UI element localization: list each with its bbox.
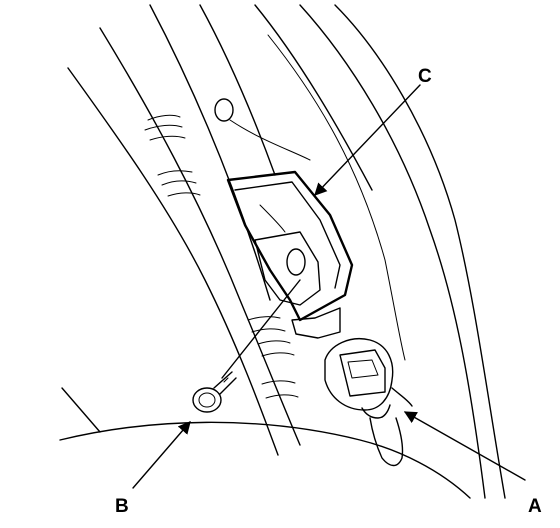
lower-body-curve <box>59 421 471 499</box>
pillar-panel <box>67 4 506 499</box>
leader-c <box>314 84 421 196</box>
panel-hole <box>214 98 234 122</box>
callout-a-label: A <box>528 496 542 517</box>
bolt <box>192 371 237 413</box>
bolt-hole <box>286 248 306 276</box>
panel-ribs <box>144 114 299 399</box>
lower-left-line <box>61 387 101 433</box>
callout-b-label: B <box>115 496 129 517</box>
leader-bolt-path <box>221 279 301 379</box>
leader-b <box>132 421 191 489</box>
sensor-bracket <box>226 170 354 339</box>
callout-c-label: C <box>418 66 432 87</box>
connector <box>324 338 413 467</box>
leader-a <box>403 411 526 481</box>
